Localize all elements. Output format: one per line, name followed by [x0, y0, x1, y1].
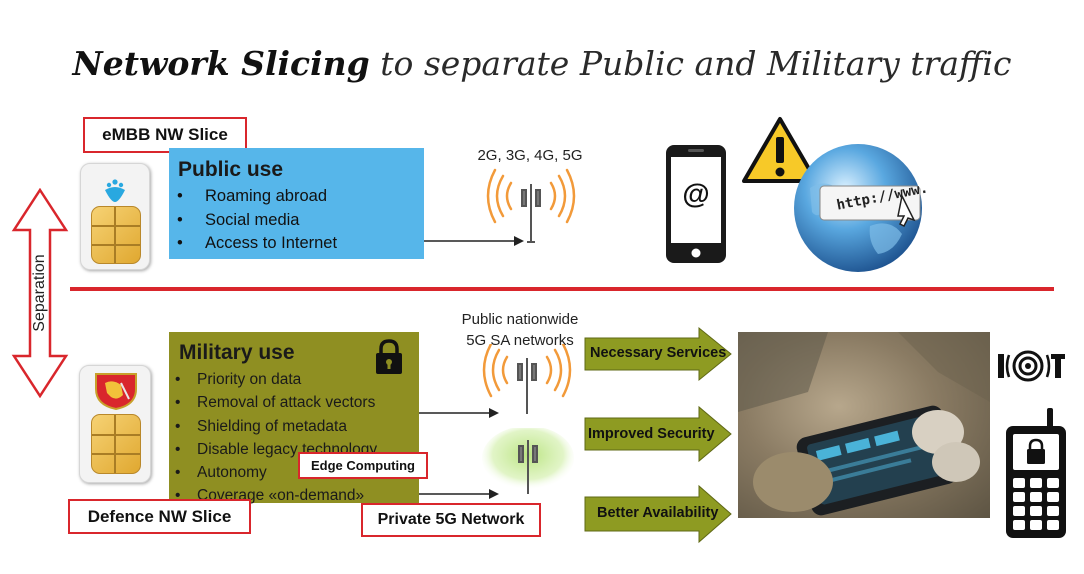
secure-phone-icon	[1006, 408, 1066, 538]
caption-line-2: 5G SA networks	[466, 332, 574, 349]
separation-arrow	[11, 188, 69, 398]
military-arrow-public	[419, 408, 499, 418]
private-5g-label: Private 5G Network	[361, 503, 541, 537]
title-rest: to separate Public and Military traffic	[369, 44, 1012, 83]
iot-icon	[998, 350, 1065, 382]
at-symbol: @	[682, 178, 710, 209]
list-item: Priority on data	[175, 368, 377, 392]
benefit-arrow-1	[584, 326, 732, 382]
military-use-heading: Military use	[179, 341, 295, 364]
defence-slice-label: Defence NW Slice	[68, 499, 251, 534]
networks-caption: 2G, 3G, 4G, 5G	[477, 147, 583, 164]
sim-card-public	[80, 163, 150, 270]
title-bold: Network Slicing	[72, 44, 370, 83]
sim-chip	[91, 414, 141, 474]
necessary-services-label: Necessary Services	[590, 345, 727, 361]
public-nationwide-caption: Public nationwide 5G SA networks	[440, 309, 600, 351]
lock-icon	[376, 339, 402, 374]
benefit-arrow-2	[584, 405, 732, 463]
public-use-heading: Public use	[178, 158, 284, 181]
separation-label: Separation	[31, 254, 48, 332]
list-item: Removal of attack vectors	[175, 391, 377, 415]
improved-security-label: Improved Security	[588, 426, 715, 442]
better-availability-label: Better Availability	[597, 505, 719, 521]
diagram-title: Network Slicing to separate Public and M…	[0, 44, 1084, 83]
sim-chip	[91, 206, 141, 264]
list-item: Roaming abroad	[177, 185, 337, 209]
list-item: Social media	[177, 209, 337, 233]
public-use-box: Public use Roaming abroad Social media A…	[169, 148, 424, 259]
embb-slice-label: eMBB NW Slice	[83, 117, 247, 153]
edge-computing-label: Edge Computing	[298, 452, 428, 479]
benefit-arrow-3	[584, 484, 732, 544]
soldier-tablet-photo	[738, 332, 990, 518]
antenna-nationwide-icon	[482, 344, 572, 414]
public-use-list: Roaming abroad Social media Access to In…	[177, 185, 337, 256]
separation-line	[70, 287, 1054, 291]
sim-card-defence	[79, 365, 151, 483]
antenna-public-icon	[486, 168, 576, 243]
list-item: Shielding of metadata	[175, 415, 377, 439]
tablet-illustration	[738, 332, 990, 516]
norway-coat-of-arms-icon	[95, 373, 137, 411]
smartphone-icon	[666, 145, 726, 263]
caption-line-1: Public nationwide	[461, 311, 579, 328]
military-arrow-private	[419, 489, 499, 499]
antenna-private-icon	[482, 428, 574, 494]
public-arrow	[424, 236, 524, 246]
military-use-list: Priority on data Removal of attack vecto…	[175, 368, 377, 508]
globe-icon	[794, 144, 922, 272]
telenor-logo-icon	[105, 179, 125, 202]
list-item: Autonomy	[175, 461, 377, 485]
list-item: Access to Internet	[177, 232, 337, 256]
warning-icon	[742, 117, 818, 183]
